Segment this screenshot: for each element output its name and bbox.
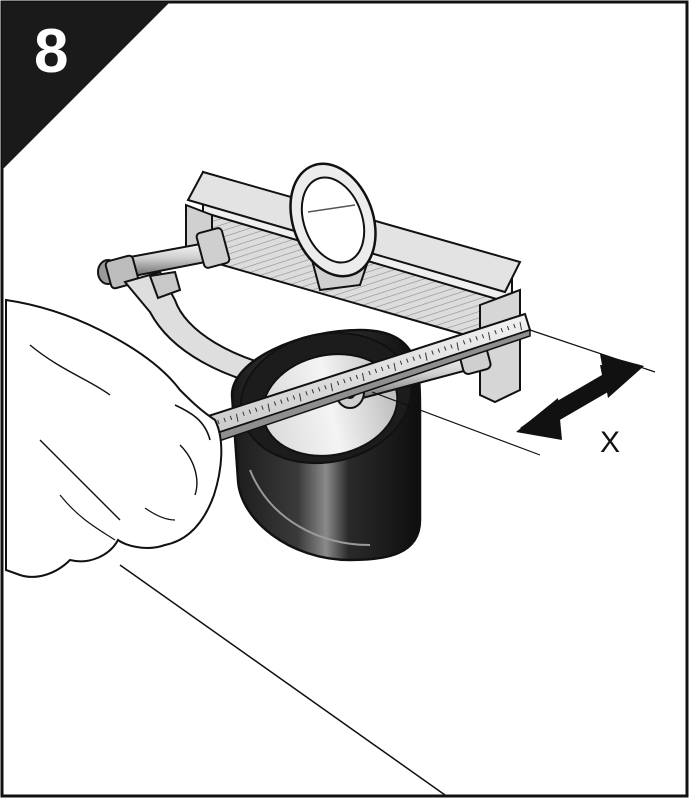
double-arrow-icon — [516, 354, 644, 440]
ruler-tick — [254, 407, 258, 412]
ruler-tick — [506, 325, 510, 331]
ruler-tick — [349, 376, 352, 382]
ruler-tick — [267, 403, 270, 412]
ruler-tick — [481, 334, 485, 339]
ruler-tick — [462, 340, 466, 345]
ruler-tick — [456, 342, 459, 351]
ruler-tick — [399, 360, 403, 365]
step-number-badge: 8 — [2, 2, 170, 170]
ruler-tick — [242, 411, 245, 416]
dimension-line-near — [371, 391, 541, 456]
ruler-tick — [299, 393, 302, 402]
ruler-tick — [280, 399, 283, 404]
hand-illustration — [5, 298, 223, 578]
dimension-x-label: X — [600, 426, 620, 459]
ruler-tick — [229, 415, 233, 421]
ruler-tick — [450, 344, 453, 349]
ruler-tick — [317, 387, 321, 392]
ruler-tick — [437, 348, 441, 353]
ruler-tick — [488, 332, 491, 341]
ruler-tick — [418, 354, 422, 359]
ruler-tick — [362, 372, 365, 382]
ruler-tick — [355, 374, 359, 380]
ruler-tick — [324, 385, 327, 390]
ruler-tick — [273, 401, 277, 406]
ruler-tick — [475, 336, 478, 341]
ruler-tick — [469, 338, 472, 343]
ruler-tick — [406, 358, 409, 363]
ruler-tick — [494, 329, 497, 335]
ruler-ticks — [204, 321, 522, 433]
ruler-tick — [368, 370, 371, 376]
ruler-tick — [311, 389, 315, 394]
ruler-tick — [500, 327, 504, 333]
ruler-tick — [217, 419, 220, 425]
upper-rod — [97, 227, 231, 290]
ruler-tick — [425, 352, 428, 361]
ruler-tick — [443, 346, 447, 351]
ruler-tick — [387, 364, 390, 370]
ruler-tick — [236, 413, 239, 422]
ruler-tick — [519, 321, 522, 331]
ruler-tick — [305, 391, 308, 396]
ruler-tick — [261, 405, 264, 410]
ruler-tick — [223, 417, 226, 423]
ruler-tick — [393, 362, 396, 371]
step-number: 8 — [34, 17, 68, 86]
ruler-tick — [292, 395, 296, 400]
ruler-tick — [380, 366, 384, 372]
ruler-tick — [248, 409, 252, 414]
ruler-tick — [374, 368, 378, 374]
ruler-tick — [286, 397, 289, 402]
round-mount — [289, 162, 377, 292]
table-edge-line — [119, 564, 446, 796]
ruler-tick — [412, 356, 415, 361]
ruler-tick — [336, 380, 340, 386]
ruler-tick — [330, 383, 333, 392]
ruler-tick — [431, 350, 434, 355]
ruler-tick — [513, 323, 516, 329]
ruler-tick — [343, 378, 346, 384]
